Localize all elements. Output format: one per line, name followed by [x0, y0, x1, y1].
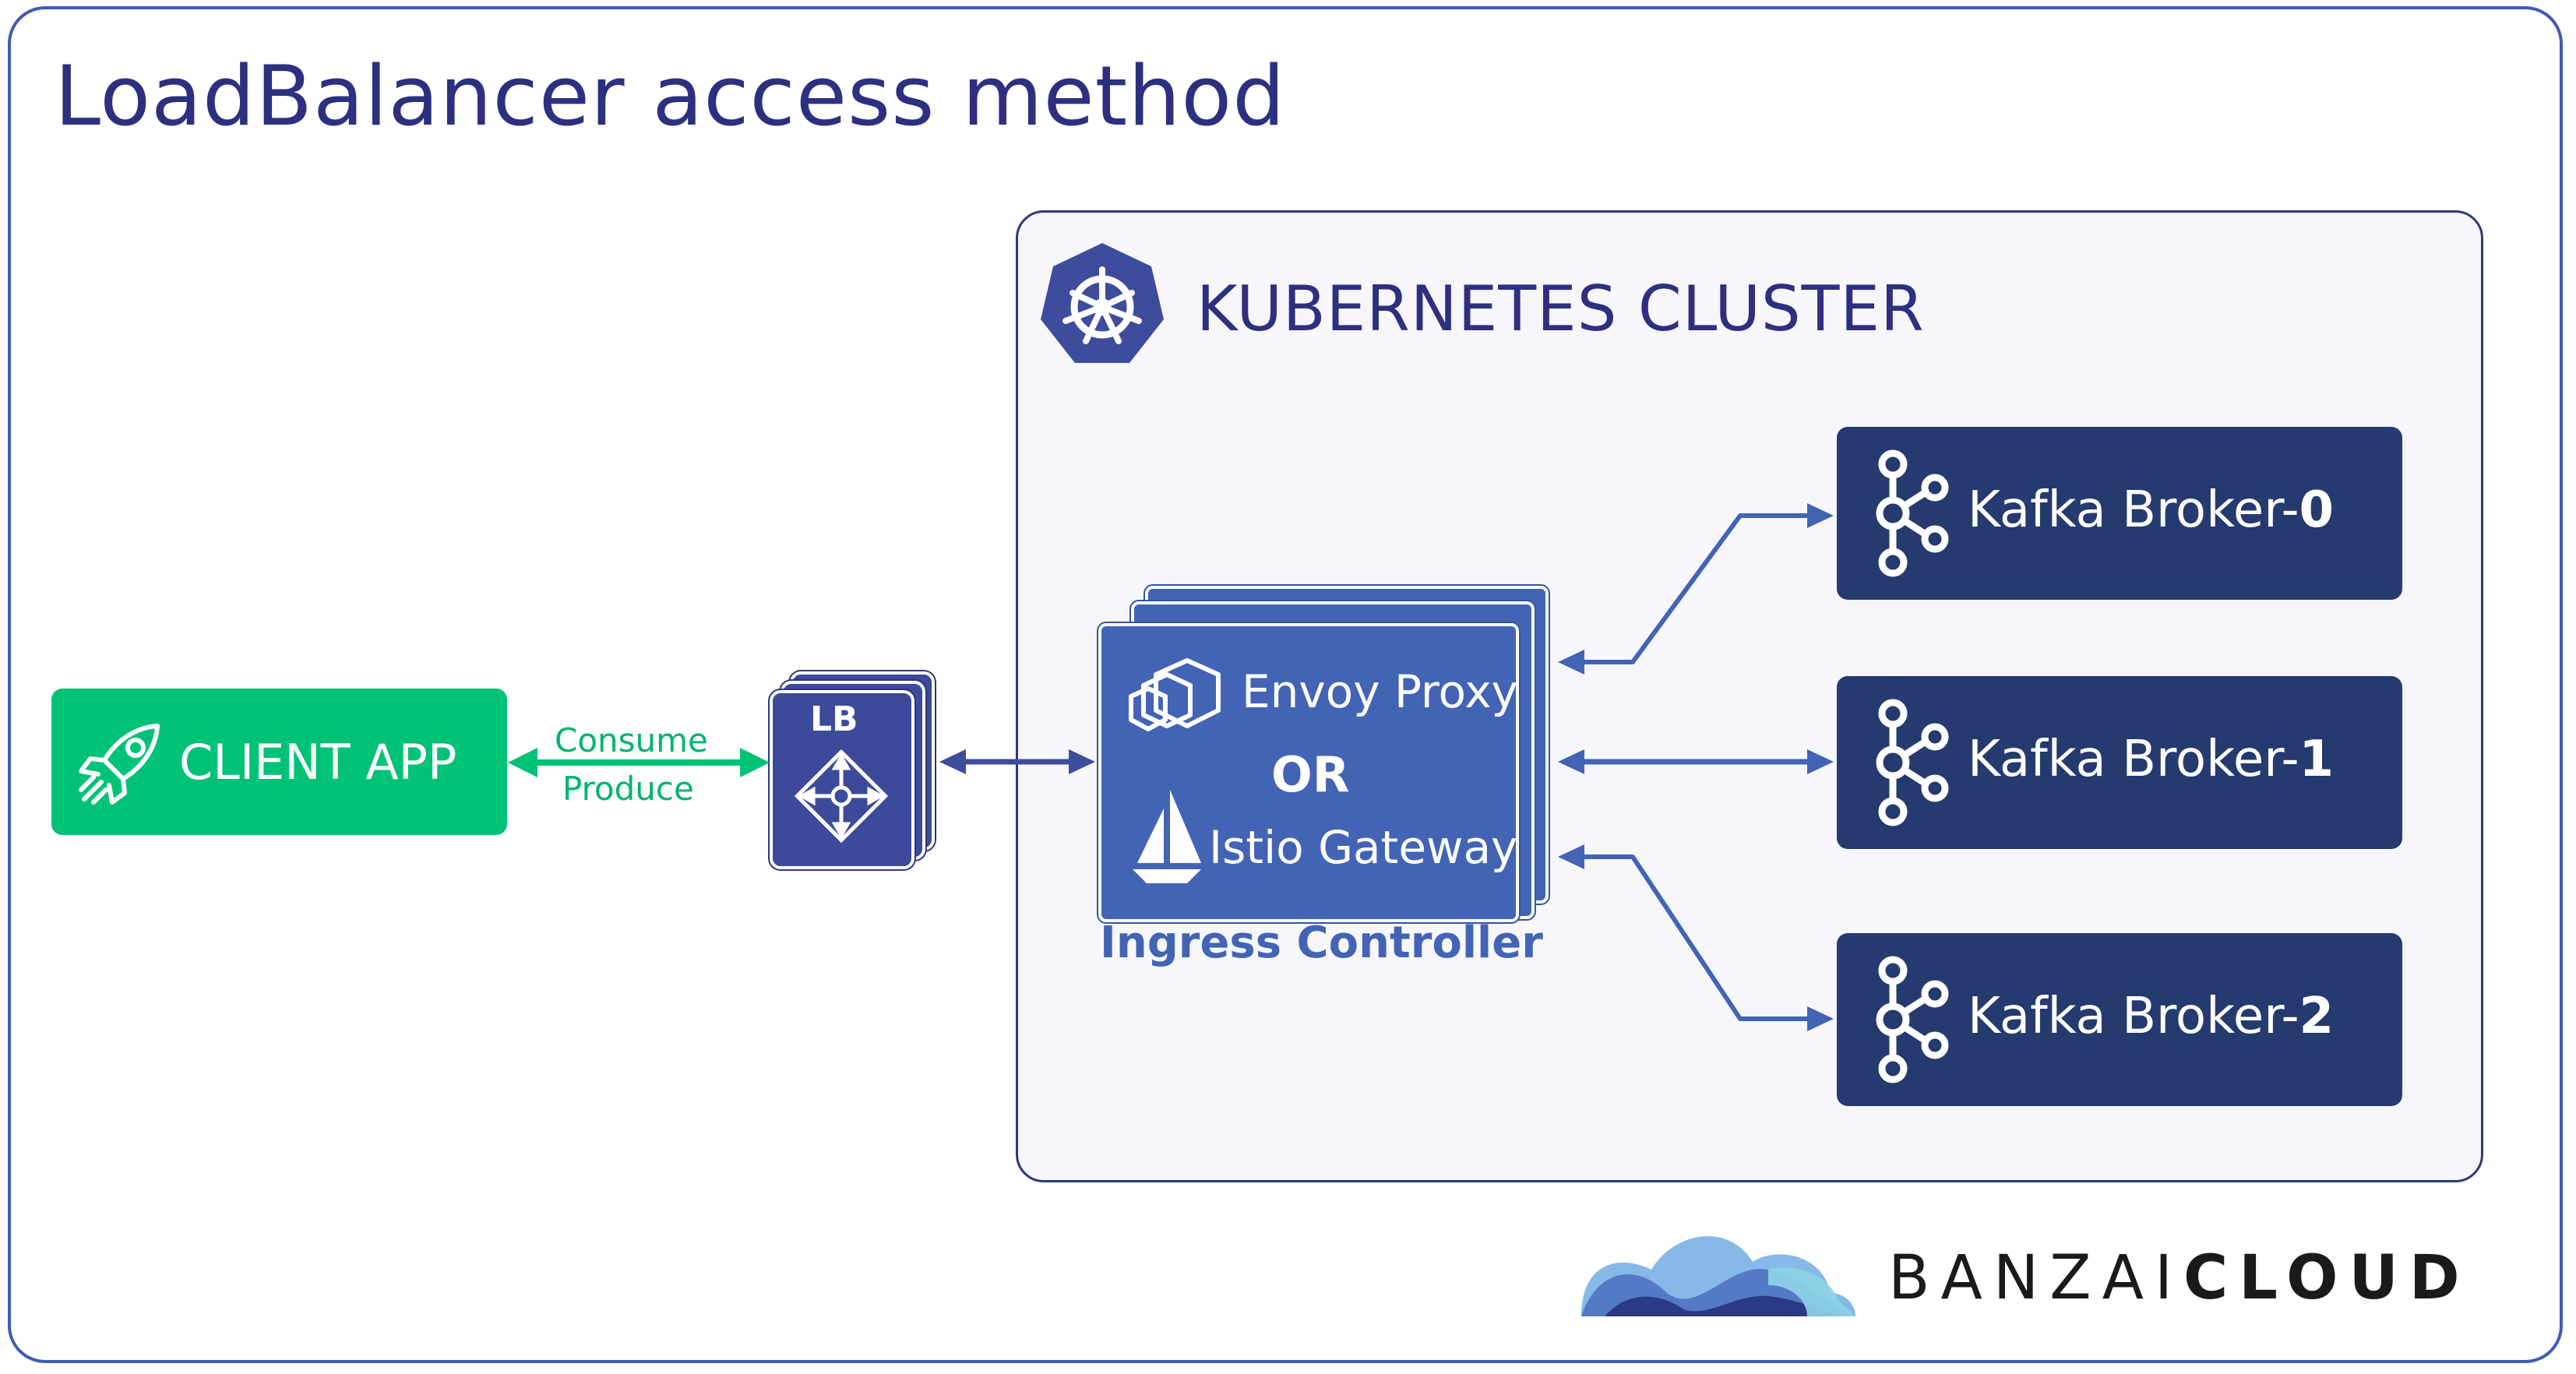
four-way-arrows-icon	[794, 749, 889, 844]
broker-prefix: Kafka Broker-	[1968, 731, 2299, 788]
consume-label: Consume	[555, 721, 708, 759]
broker-label: Kafka Broker-1	[1968, 731, 2334, 788]
kafka-broker-1: Kafka Broker-1	[1837, 676, 2402, 849]
ingress-broker-1-arrow	[1558, 749, 1834, 774]
client-app-box	[51, 689, 507, 835]
banzai-cloud-wave-icon	[1581, 1236, 1855, 1316]
kafka-icon	[1876, 956, 1949, 1083]
ingress-broker-2-arrow	[1558, 844, 1834, 1031]
envoy-cubes-icon	[1129, 658, 1221, 731]
client-lb-arrow	[508, 748, 770, 777]
sailboat-icon	[1133, 790, 1201, 883]
broker-prefix: Kafka Broker-	[1968, 481, 2299, 539]
banzai-cloud-wordmark: BANZAICLOUD	[1888, 1243, 2471, 1313]
broker-prefix: Kafka Broker-	[1968, 988, 2299, 1045]
produce-label: Produce	[562, 770, 694, 808]
kafka-broker-2: Kafka Broker-2	[1837, 933, 2402, 1106]
client-app-label: CLIENT APP	[179, 734, 457, 791]
ingress-controller-caption: Ingress Controller	[1100, 918, 1543, 968]
brand-light-text: BANZAI	[1888, 1243, 2184, 1313]
broker-label: Kafka Broker-2	[1968, 988, 2334, 1045]
broker-id: 2	[2299, 988, 2335, 1045]
kafka-icon	[1876, 699, 1949, 826]
kubernetes-helm-icon	[1041, 243, 1164, 363]
rocket-icon	[79, 724, 160, 805]
broker-id: 0	[2299, 481, 2335, 539]
broker-id: 1	[2299, 731, 2335, 788]
kafka-icon	[1876, 449, 1949, 577]
envoy-proxy-label: Envoy Proxy	[1242, 665, 1518, 718]
istio-gateway-label: Istio Gateway	[1209, 821, 1518, 874]
broker-label: Kafka Broker-0	[1968, 481, 2334, 539]
page-title: LoadBalancer access method	[55, 48, 1286, 144]
ingress-broker-0-arrow	[1558, 503, 1834, 675]
kafka-broker-0: Kafka Broker-0	[1837, 427, 2402, 600]
brand-bold-text: CLOUD	[2183, 1243, 2471, 1313]
cluster-title: KUBERNETES CLUSTER	[1196, 273, 1925, 345]
lb-ingress-arrow	[939, 749, 1095, 774]
or-label: OR	[1271, 746, 1350, 803]
lb-label: LB	[810, 699, 858, 739]
